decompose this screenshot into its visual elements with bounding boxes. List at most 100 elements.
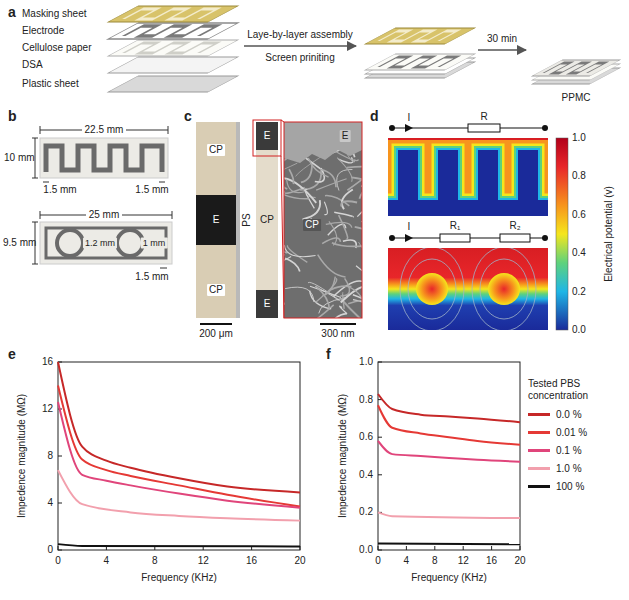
potential-contour: [388, 150, 548, 216]
dimension-label: 1 mm: [141, 238, 168, 249]
dsa-layer: [108, 57, 238, 73]
fiber: [348, 300, 362, 312]
tick-mark: [58, 456, 62, 457]
panel-label: f: [326, 346, 331, 363]
electrode-meander: [124, 26, 218, 36]
legend-label: 100 %: [556, 481, 584, 492]
impedance-curve: [378, 441, 520, 462]
dimension-label: 10 mm: [4, 152, 35, 164]
region-label: E: [340, 130, 351, 142]
tick-mark: [378, 362, 382, 363]
mask-opening: [379, 31, 458, 41]
circuit: [389, 234, 548, 242]
fiber: [351, 177, 362, 185]
stack-mask: [365, 28, 475, 44]
fiber: [322, 238, 340, 244]
legend-swatch: [528, 485, 550, 488]
tick-label: 12: [42, 403, 53, 415]
dimension-label: 25 mm: [89, 209, 120, 221]
region-label: CP: [207, 284, 225, 296]
scale-bar: [200, 323, 232, 325]
device-top: [532, 60, 620, 76]
ring-potential: [488, 273, 520, 305]
axis-title: Impedence magnitude (MΩ): [337, 394, 349, 518]
region-label: E: [264, 130, 271, 142]
tick-label: 4: [404, 555, 410, 567]
dimension-lines: [32, 126, 172, 268]
tick-label: 20: [294, 555, 305, 567]
fiber: [301, 163, 312, 182]
fiber: [308, 158, 328, 177]
axis-title: Impedence magnitude (MΩ): [16, 394, 28, 518]
process-arrow: [244, 45, 356, 47]
meander-electrode: [46, 146, 162, 172]
legend-entry: 1.0 %: [528, 461, 582, 475]
tick-label: 0: [375, 555, 381, 567]
tick-label: 8: [152, 555, 158, 567]
cellulose-fibers: [284, 137, 362, 318]
tick-label: 12: [198, 555, 209, 567]
ring-electrode: [117, 230, 143, 256]
fiber: [356, 266, 362, 274]
tick-mark: [378, 550, 382, 551]
tick-label: 20: [514, 555, 525, 567]
legend-label: 0.0 %: [556, 409, 582, 420]
potential-map: [388, 138, 548, 216]
scale-label: 200 μm: [199, 328, 233, 340]
dimension-line: [43, 182, 165, 183]
fiber: [284, 254, 291, 260]
potential-field: [388, 248, 548, 330]
field-line: [400, 248, 464, 330]
region-label: PS: [241, 213, 253, 226]
process-arrow: [478, 49, 526, 51]
legend-swatch: [528, 467, 550, 470]
tick-label: 0.0: [572, 324, 586, 336]
panel-label: a: [8, 4, 16, 21]
resistor-symbol: [440, 234, 470, 242]
fiber: [322, 277, 335, 296]
potential-contour: [388, 150, 548, 216]
electrode-section: [256, 122, 278, 150]
masking-sheet-layer: [108, 6, 238, 22]
potential-contour: [388, 150, 548, 216]
mask-opening: [124, 9, 218, 19]
dimension-line: [160, 268, 167, 269]
panel-label: c: [184, 108, 192, 125]
electrode-section: [196, 195, 236, 245]
fiber: [287, 179, 305, 193]
impedance-curve: [58, 386, 300, 507]
legend-swatch: [528, 449, 550, 452]
circuit-label: R₁: [450, 220, 461, 232]
impedance-curve: [378, 512, 520, 518]
fiber: [347, 166, 362, 167]
tick-mark: [491, 546, 492, 550]
dimension-label: 1.5 mm: [135, 271, 168, 283]
tick-label: 0.6: [572, 209, 586, 221]
potential-map: [388, 248, 548, 330]
tick-label: 16: [246, 555, 257, 567]
stack-paper: [365, 54, 475, 70]
fiber: [339, 215, 348, 238]
legend-swatch: [528, 431, 550, 434]
dimension-label: 1.5 mm: [43, 184, 76, 196]
fiber: [316, 179, 346, 190]
legend-entry: 100 %: [528, 479, 584, 493]
tick-label: 4: [104, 555, 110, 567]
fiber: [318, 255, 346, 277]
fiber: [285, 258, 300, 271]
impedance-curve: [58, 362, 300, 492]
layer-label: Plastic sheet: [22, 78, 79, 90]
ring-electrode: [57, 230, 83, 256]
tick-label: 0.4: [572, 247, 586, 259]
electrode-frame: [108, 23, 238, 39]
tick-mark: [378, 474, 382, 475]
low-potential: [388, 150, 548, 216]
axis-title: Electrical potential (v): [603, 186, 615, 282]
panel-label: d: [370, 108, 379, 125]
legend-title: Tested PBS concentration: [528, 378, 620, 402]
scale-label: 300 nm: [321, 328, 354, 340]
tick-label: 1.0: [359, 356, 373, 368]
impedance-curve: [378, 542, 520, 545]
potential-contour: [388, 150, 548, 216]
